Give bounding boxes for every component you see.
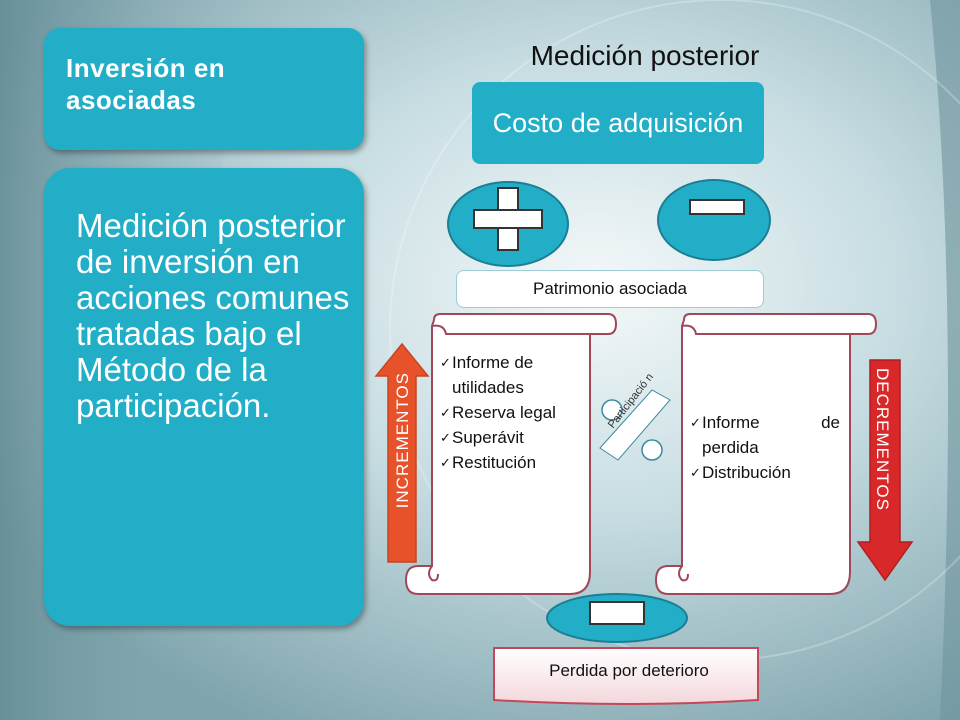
decrements-label: DECREMENTOS xyxy=(873,368,892,511)
minus-icon xyxy=(546,593,688,643)
impairment-box: Perdida por deterioro xyxy=(549,661,709,680)
list-item: Restitución xyxy=(440,450,580,475)
impairment-banner xyxy=(493,647,759,705)
increments-arrow-icon xyxy=(374,342,430,563)
decrements-list: Informe de perdida Distribución xyxy=(690,410,840,485)
plus-icon xyxy=(447,181,569,267)
list-item: Reserva legal xyxy=(440,400,580,425)
section-heading: Medición posterior xyxy=(530,40,760,71)
list-item: Superávit xyxy=(440,425,580,450)
list-item: Informe de perdida xyxy=(690,410,840,460)
cost-box: Costo de adquisición xyxy=(472,82,764,164)
decrements-arrow-icon xyxy=(856,359,914,582)
participation-connector xyxy=(599,389,671,461)
equity-box: Patrimonio asociada xyxy=(456,270,764,308)
title-box xyxy=(44,28,364,150)
main-description: Medición posterior de inversión en accio… xyxy=(76,207,350,424)
list-item: Distribución xyxy=(690,460,840,485)
list-item: Informe de utilidades xyxy=(440,350,580,400)
main-text-box xyxy=(44,168,364,626)
slide-title: Inversión en asociadas xyxy=(66,53,226,115)
minus-icon xyxy=(657,179,771,261)
increments-list: Informe de utilidades Reserva legal Supe… xyxy=(440,350,580,475)
